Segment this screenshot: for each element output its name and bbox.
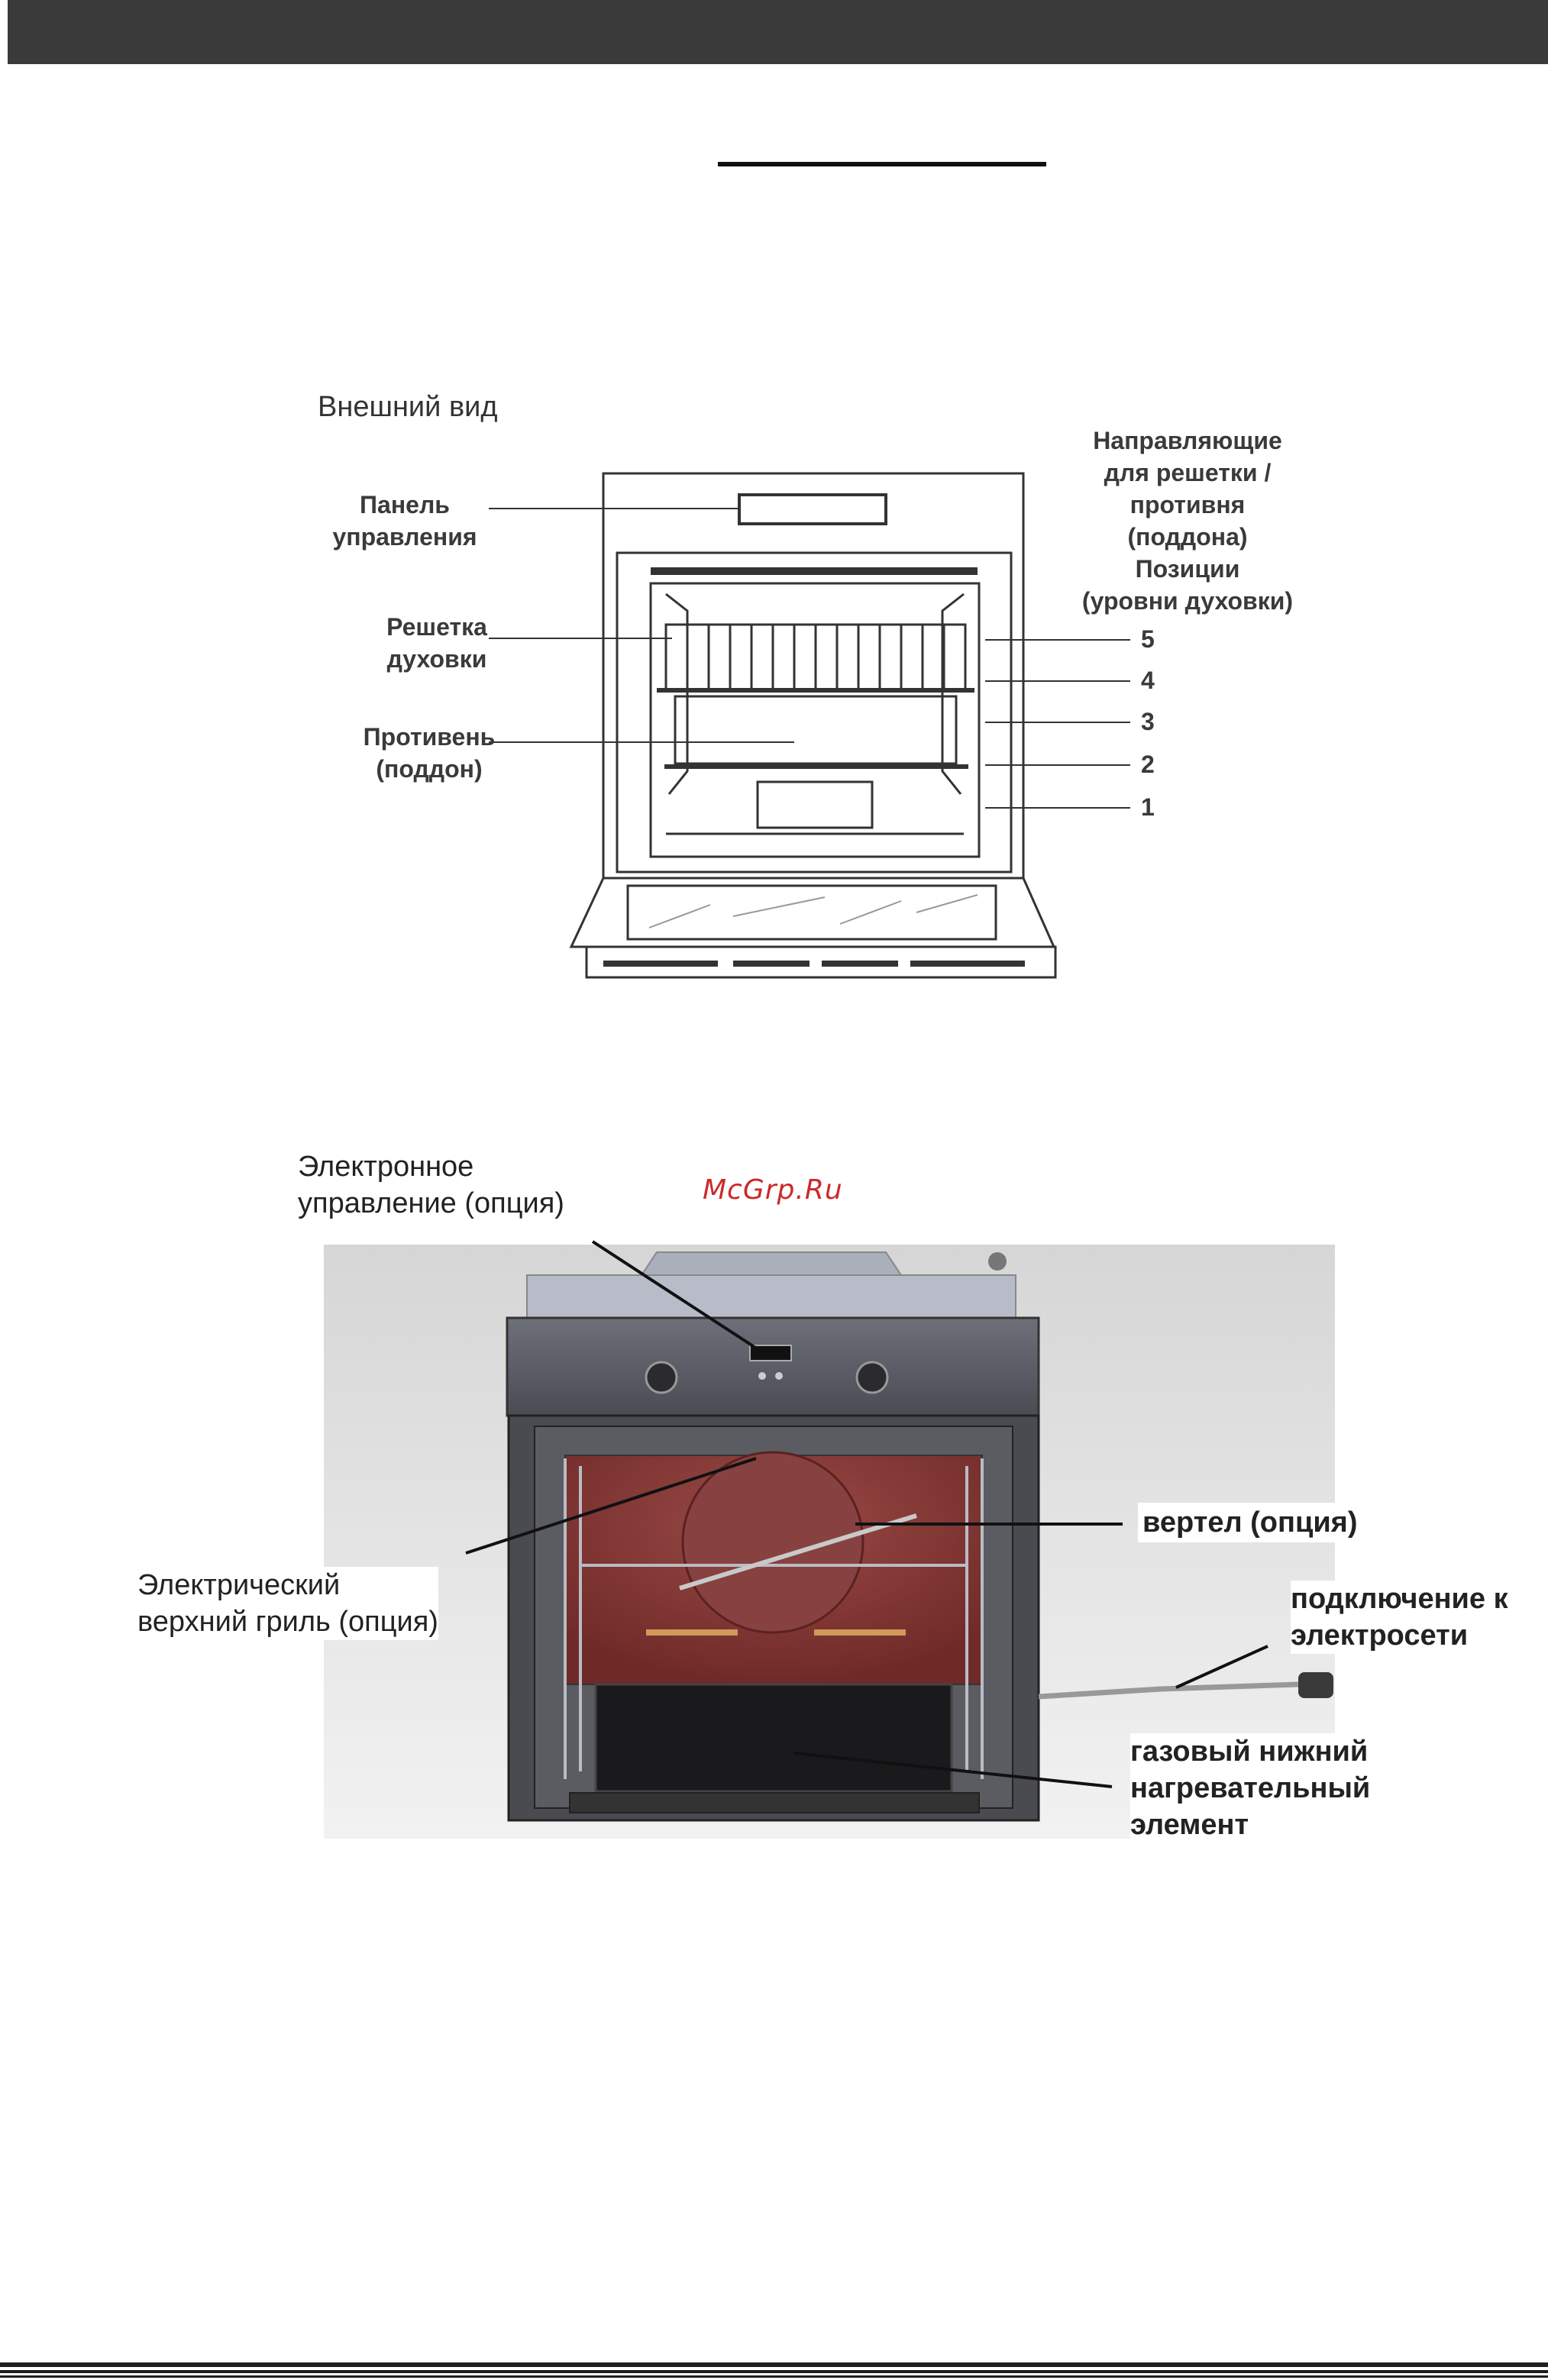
label-spit: вертел (опция) xyxy=(1138,1503,1362,1542)
level-1: 1 xyxy=(1141,793,1155,821)
label-electronic-control: Электронное управление (опция) xyxy=(298,1151,564,1219)
label-baking-tray: Противень (поддон) xyxy=(363,723,496,783)
footer-rule xyxy=(0,2375,1548,2378)
level-2: 2 xyxy=(1141,751,1155,778)
footer-rule xyxy=(0,2362,1548,2367)
label-power-connection: подключение к электросети xyxy=(1291,1581,1508,1654)
level-5: 5 xyxy=(1141,625,1155,653)
label-gas-element: газовый нижний нагревательный элемент xyxy=(1130,1733,1371,1843)
level-3: 3 xyxy=(1141,708,1155,735)
title-underline xyxy=(718,162,1046,166)
diagram1-title: Внешний вид xyxy=(318,391,498,423)
page-header-bar xyxy=(8,0,1548,64)
label-rack-guides: Направляющие для решетки / противня (под… xyxy=(1081,427,1294,615)
watermark: McGrp.Ru xyxy=(703,1174,843,1206)
label-control-panel: Панель управления xyxy=(332,491,477,551)
label-top-grill: Электрический верхний гриль (опция) xyxy=(137,1567,438,1640)
label-oven-rack: Решетка духовки xyxy=(386,613,487,673)
level-4: 4 xyxy=(1141,667,1155,694)
oven-line-drawing xyxy=(489,472,1130,979)
footer-rule xyxy=(0,2370,1548,2373)
